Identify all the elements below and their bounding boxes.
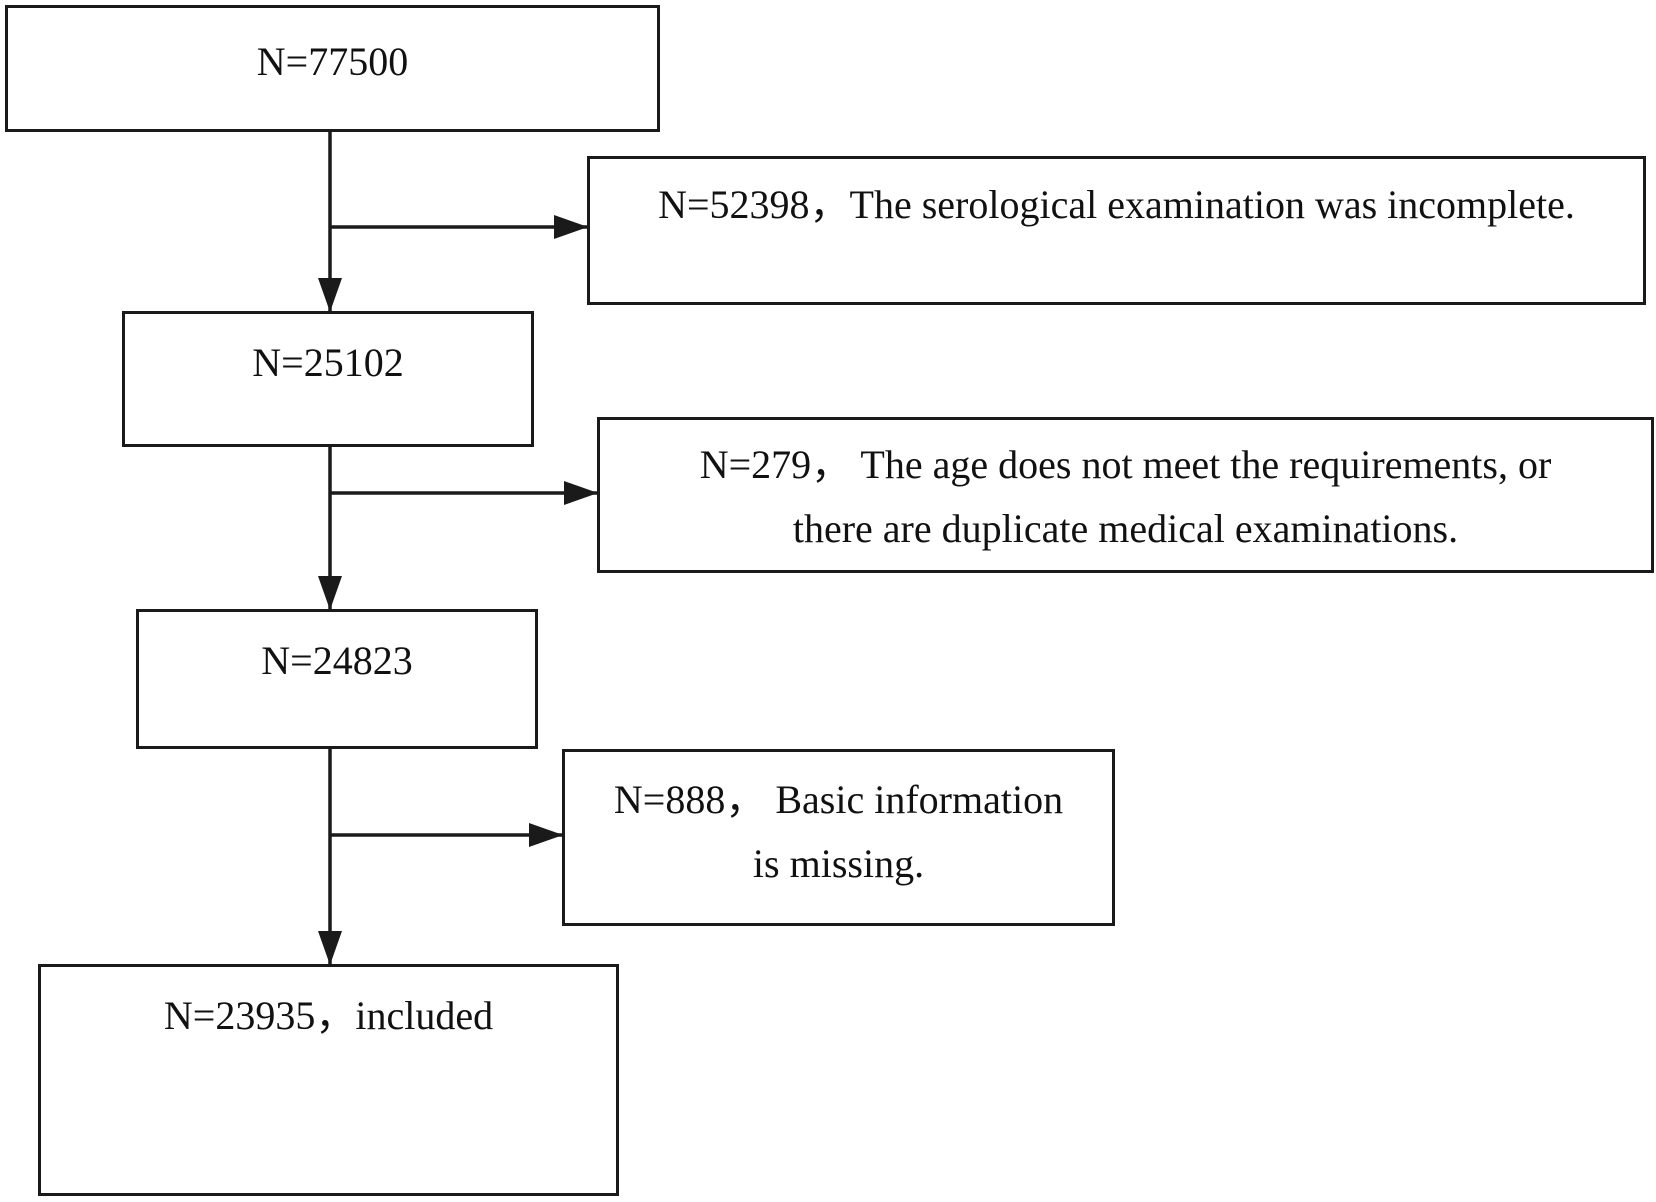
exclusion-box-2: N=279， The age does not meet the require… <box>597 417 1654 573</box>
step-box-4-included: N=23935，included <box>38 964 619 1196</box>
exclusion-3-line-1: N=888， Basic information <box>613 777 1064 822</box>
step-box-2: N=25102 <box>122 311 534 447</box>
exclusion-2-line-2: there are duplicate medical examinations… <box>792 506 1459 551</box>
exclusion-box-1: N=52398，The serological examination was … <box>587 156 1646 305</box>
step-label-3: N=24823 <box>261 638 413 683</box>
exclusion-2-line-1: N=279， The age does not meet the require… <box>699 442 1552 487</box>
step-label-2: N=25102 <box>252 340 404 385</box>
step-label-4: N=23935，included <box>163 993 494 1038</box>
step-box-1: N=77500 <box>5 5 660 132</box>
exclusion-3-line-2: is missing. <box>752 841 925 886</box>
step-box-3: N=24823 <box>136 609 538 749</box>
exclusion-box-3: N=888， Basic information is missing. <box>562 749 1115 926</box>
exclusion-1-line-1: N=52398，The serological examination was … <box>658 182 1575 227</box>
step-label-1: N=77500 <box>256 39 409 84</box>
